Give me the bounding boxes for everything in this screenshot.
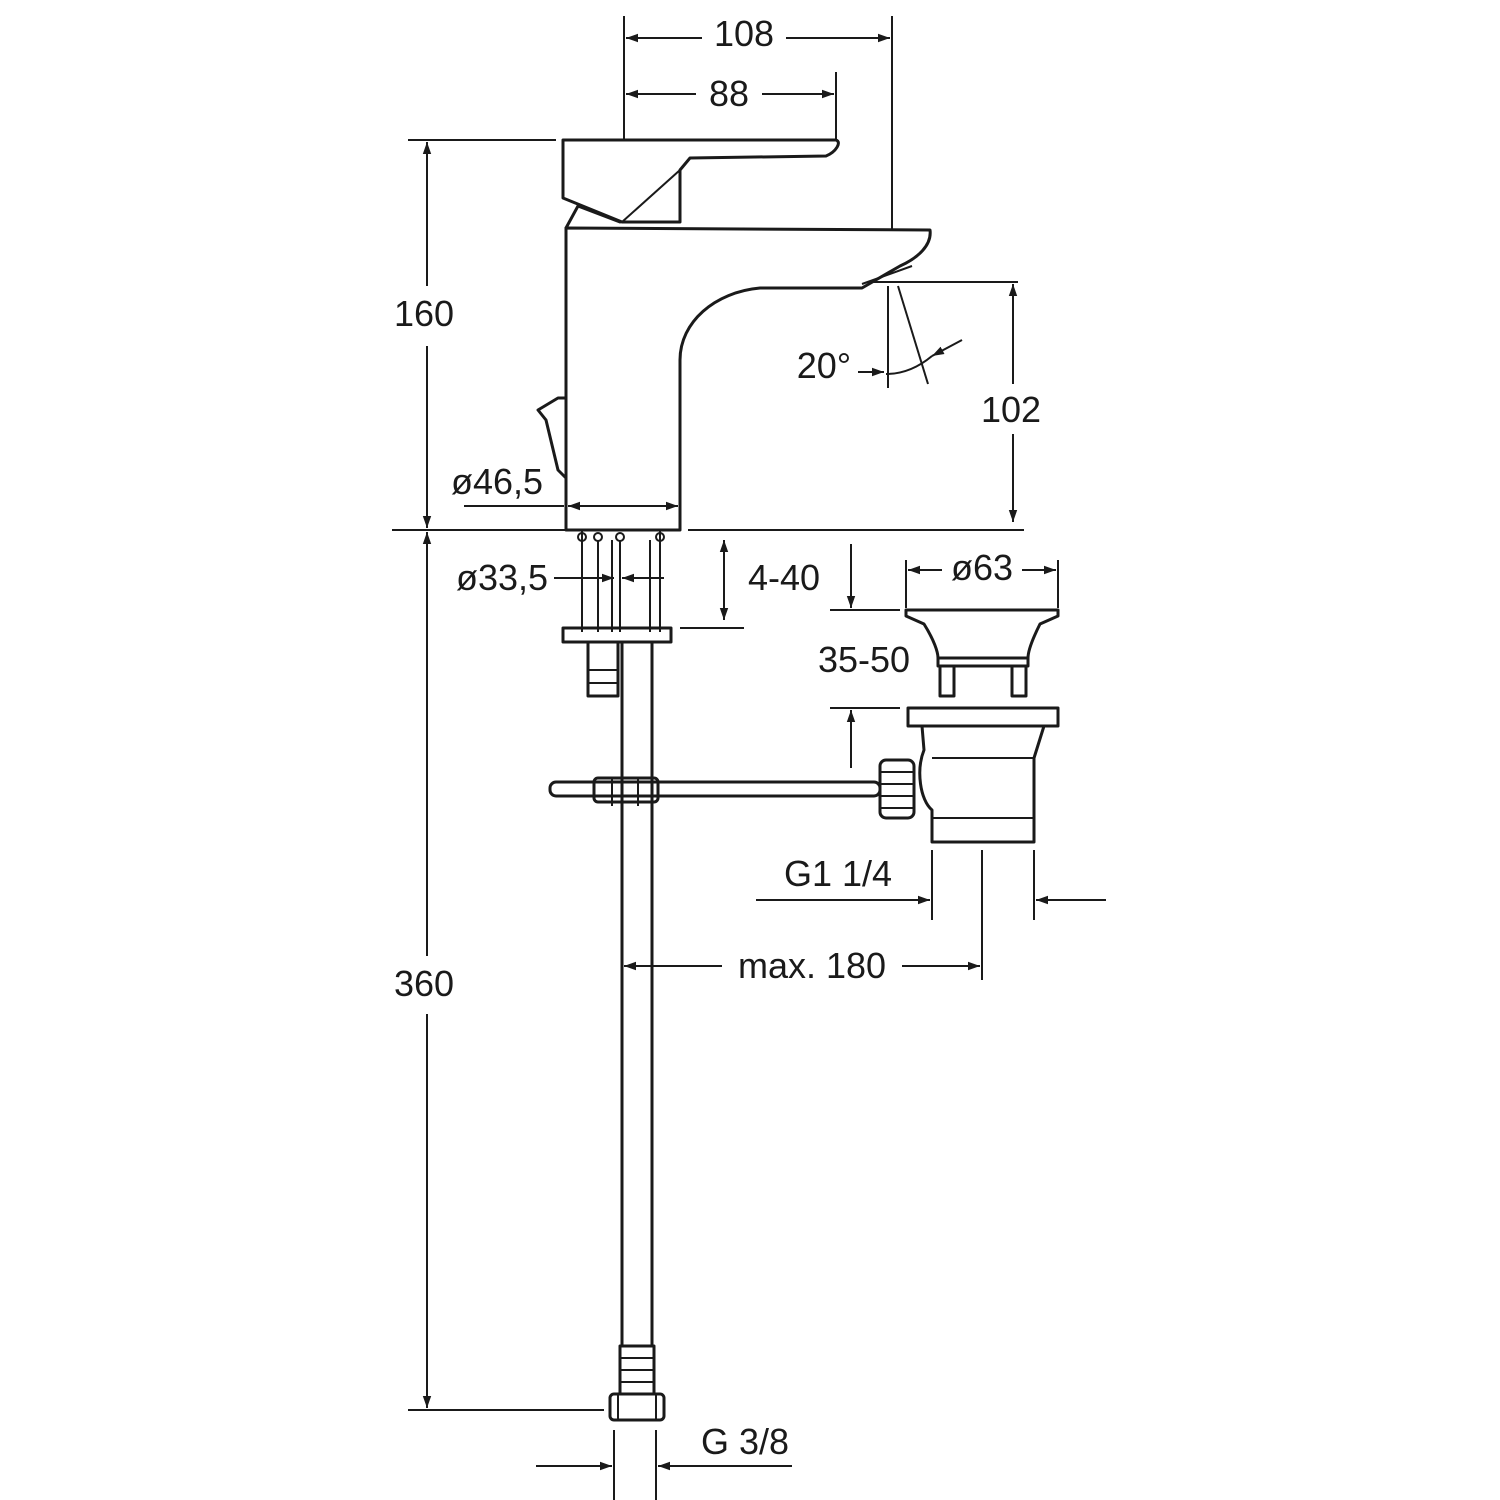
linkage-rod bbox=[548, 780, 882, 798]
waste-flange bbox=[906, 706, 1060, 728]
label-g-3-8: G 3/8 bbox=[701, 1421, 789, 1462]
handle-shoulder bbox=[564, 204, 622, 230]
label-max-180: max. 180 bbox=[738, 945, 886, 986]
lift-rod-knob bbox=[536, 396, 568, 480]
label-160: 160 bbox=[394, 293, 454, 334]
label-20-degrees: 20° bbox=[797, 345, 851, 386]
waste-body bbox=[918, 724, 1046, 844]
label-360: 360 bbox=[394, 963, 454, 1004]
dimension-labels: 108 88 160 20° 102 ø46,5 ø33,5 4-40 ø63 … bbox=[394, 13, 1041, 1462]
hose-nut bbox=[608, 1392, 666, 1422]
lever-handle-edge bbox=[621, 169, 681, 223]
waste-side-nut bbox=[878, 758, 916, 820]
label-dia-33-5: ø33,5 bbox=[456, 557, 548, 598]
label-g1-1-4: G1 1/4 bbox=[784, 853, 892, 894]
label-dia-46-5: ø46,5 bbox=[451, 461, 543, 502]
label-35-50: 35-50 bbox=[818, 639, 910, 680]
waste-plug bbox=[904, 608, 1060, 660]
label-4-40: 4-40 bbox=[748, 557, 820, 598]
label-108: 108 bbox=[714, 13, 774, 54]
pop-up-waste bbox=[878, 608, 1060, 844]
fixing-plate bbox=[561, 626, 673, 644]
label-102: 102 bbox=[981, 389, 1041, 430]
mounting-assembly bbox=[548, 530, 882, 1422]
dimension-lines bbox=[392, 16, 1106, 1500]
linkage-clamp bbox=[592, 776, 660, 804]
spout-body bbox=[564, 226, 932, 532]
label-88: 88 bbox=[709, 73, 749, 114]
label-dia-63: ø63 bbox=[951, 547, 1013, 588]
lever-handle bbox=[561, 138, 840, 224]
faucet-body bbox=[536, 138, 932, 532]
